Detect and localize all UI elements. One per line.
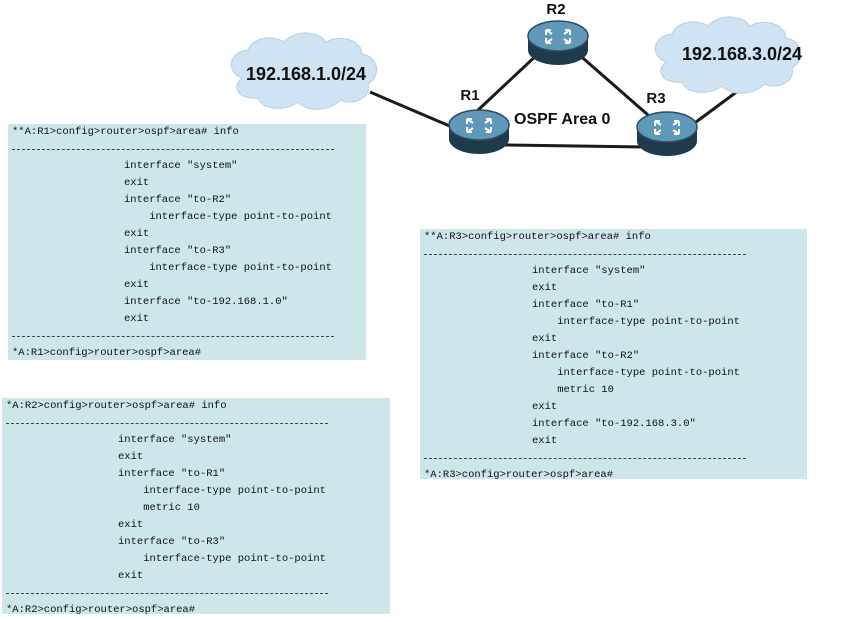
ospf-topology-diagram: 192.168.1.0/24 192.168.3.0/24 R2 R1: [231, 1, 802, 156]
ospf-area-label: OSPF Area 0: [514, 111, 610, 128]
cli-r2-line: interface-type point-to-point: [118, 485, 326, 497]
link-r1-r2: [474, 50, 542, 114]
cloud-network-1: 192.168.1.0/24: [231, 32, 377, 110]
cli-r2-line: exit: [118, 570, 144, 582]
cli-r3-line: interface "to-192.168.3.0": [532, 418, 696, 430]
link-r2-r3: [575, 50, 649, 117]
cli-r1-line: interface "to-R3": [124, 245, 232, 257]
link-net1-r1: [369, 90, 453, 129]
cli-r2-separator-top: [6, 415, 386, 432]
cli-r2-separator-bottom: [6, 585, 386, 602]
cli-r1-end-prompt: *A:R1>config>router>ospf>area#: [12, 347, 202, 359]
cli-r3-line: interface "to-R2": [532, 350, 640, 362]
cli-r3-line: exit: [532, 401, 558, 413]
cli-r1-line: interface "to-R2": [124, 194, 232, 206]
cli-r2-line: interface-type point-to-point: [118, 553, 326, 565]
cli-r1-line: interface-type point-to-point: [124, 262, 332, 274]
links: [369, 50, 751, 149]
router-r3: [636, 111, 698, 156]
cli-r2-line: exit: [118, 519, 144, 531]
router-r2-label: R2: [546, 1, 565, 18]
cli-r3-line: interface-type point-to-point: [532, 367, 740, 379]
cli-r3-prompt: **A:R3>config>router>ospf>area# info: [424, 231, 651, 243]
router-r1: [448, 109, 510, 154]
cli-r3-line: interface "to-R1": [532, 299, 640, 311]
cloud-network-1-label: 192.168.1.0/24: [246, 64, 366, 84]
cloud-network-3: 192.168.3.0/24: [655, 16, 802, 94]
cli-r2-prompt: *A:R2>config>router>ospf>area# info: [6, 400, 227, 412]
cli-r2-line: exit: [118, 451, 144, 463]
cli-r3-line: interface "system": [532, 265, 646, 277]
router-r2: [527, 20, 589, 65]
cli-r2-line: interface "to-R3": [118, 536, 226, 548]
cli-r3-end-prompt: *A:R3>config>router>ospf>area#: [424, 469, 614, 481]
cli-r3-separator-top: [424, 246, 803, 263]
cli-r1-line: exit: [124, 279, 150, 291]
cli-r1-line: interface "system": [124, 160, 238, 172]
router-r3-label: R3: [646, 90, 665, 107]
cli-r3-line: metric 10: [532, 384, 614, 396]
cli-r2-line: interface "system": [118, 434, 232, 446]
cli-r2-end-prompt: *A:R2>config>router>ospf>area#: [6, 604, 196, 616]
cli-r1-line: interface-type point-to-point: [124, 211, 332, 223]
cli-r1-separator-top: [12, 141, 362, 158]
cli-r1-line: exit: [124, 177, 150, 189]
cli-output-r2: *A:R2>config>router>ospf>area# info inte…: [2, 398, 390, 616]
router-r2-arrows-icon: [545, 29, 571, 44]
router-r1-label: R1: [460, 87, 479, 104]
cli-r1-separator-bottom: [12, 328, 362, 345]
cli-r3-separator-bottom: [424, 450, 803, 467]
cli-r3-line: interface-type point-to-point: [532, 316, 740, 328]
cli-r2-line: metric 10: [118, 502, 200, 514]
cli-r2-line: interface "to-R1": [118, 468, 226, 480]
cloud-network-3-label: 192.168.3.0/24: [682, 44, 802, 64]
cli-r1-line: exit: [124, 313, 150, 325]
cli-r3-line: exit: [532, 333, 558, 345]
router-r1-arrows-icon: [466, 118, 492, 133]
router-r3-arrows-icon: [654, 120, 680, 135]
cli-r3-line: exit: [532, 435, 558, 447]
cli-r3-line: exit: [532, 282, 558, 294]
cli-r1-line: interface "to-192.168.1.0": [124, 296, 288, 308]
cli-output-r1: **A:R1>config>router>ospf>area# info int…: [8, 124, 366, 360]
cli-r1-prompt: **A:R1>config>router>ospf>area# info: [12, 126, 239, 138]
cli-output-r3: **A:R3>config>router>ospf>area# info int…: [420, 229, 807, 481]
cli-r1-line: exit: [124, 228, 150, 240]
link-r1-r3: [504, 143, 646, 149]
